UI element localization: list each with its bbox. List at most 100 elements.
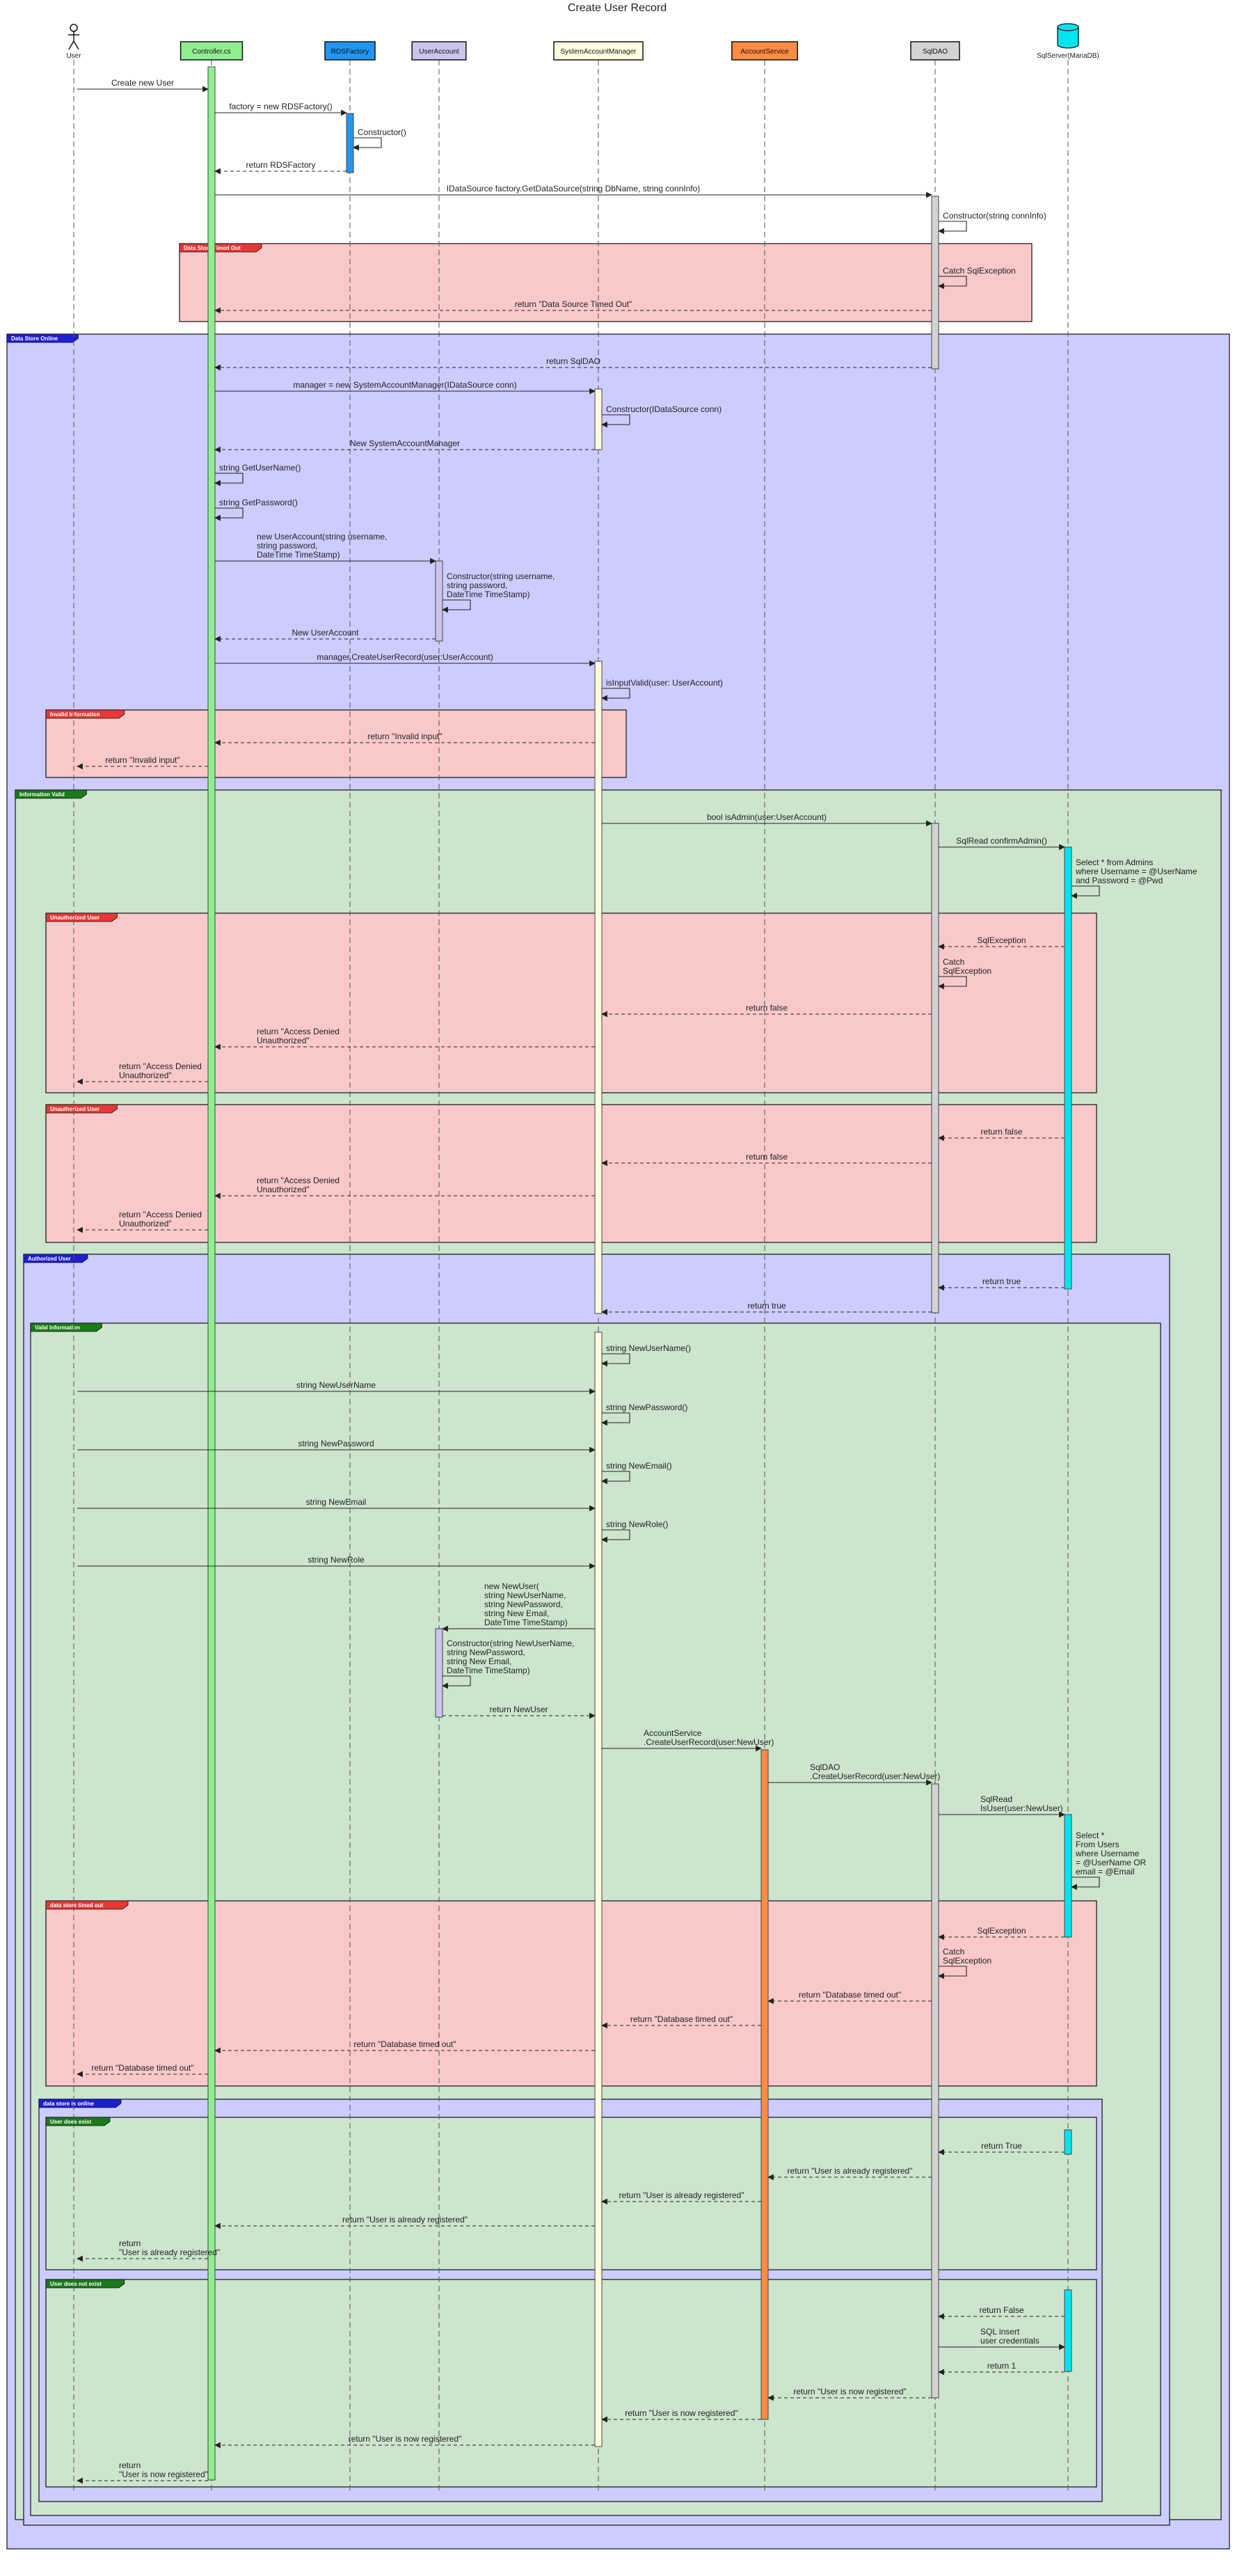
message-label: Constructor(IDataSource conn) bbox=[606, 404, 722, 414]
message-25: SqlException bbox=[938, 935, 1065, 950]
message-label: "User is now registered" bbox=[119, 2470, 208, 2479]
message-label: return True bbox=[981, 2141, 1022, 2151]
message-label: string NewPassword() bbox=[606, 1402, 687, 1412]
participant-ua: UserAccount bbox=[411, 41, 467, 61]
message-43: string NewRole bbox=[77, 1555, 596, 1570]
message-19: isInputValid(user: UserAccount) bbox=[601, 678, 723, 702]
message-label: Constructor(string NewUserName, bbox=[447, 1638, 574, 1648]
message-label: Unauthorized" bbox=[257, 1036, 310, 1045]
activation-bar-ua bbox=[435, 560, 443, 642]
message-label: Catch bbox=[943, 1947, 964, 1957]
message-label: DateTime TimeStamp) bbox=[447, 590, 530, 599]
activation-bar-ctrl bbox=[207, 66, 216, 2481]
activation-bar-dao bbox=[931, 196, 939, 370]
message-label: .CreateUserRecord(user:NewUser) bbox=[810, 1771, 940, 1781]
message-label: Catch SqlException bbox=[943, 266, 1016, 276]
message-label: SqlException bbox=[977, 935, 1026, 945]
message-label: return "Invalid input" bbox=[105, 755, 180, 765]
database-icon bbox=[1057, 27, 1079, 49]
message-label: return "Access Denied bbox=[257, 1176, 340, 1185]
message-54: return "Database timed out" bbox=[601, 2014, 761, 2029]
message-16: Constructor(string username,string passw… bbox=[442, 571, 555, 613]
message-label: return false bbox=[746, 1003, 788, 1013]
message-label: bool isAdmin(user:UserAccount) bbox=[707, 812, 827, 822]
message-67: return "User is now registered" bbox=[214, 2434, 595, 2449]
message-label: return false bbox=[980, 1127, 1022, 1137]
message-label: SqlRead bbox=[980, 1794, 1012, 1804]
message-20: return "Invalid input" bbox=[214, 732, 595, 746]
fragment-label: User does exist bbox=[50, 2119, 91, 2125]
message-64: return 1 bbox=[938, 2361, 1065, 2376]
message-label: return "Database timed out" bbox=[799, 1990, 901, 2000]
message-5: IDataSource factory.GetDataSource(string… bbox=[215, 184, 932, 198]
message-label: return "User is now registered" bbox=[793, 2387, 907, 2396]
message-label: IDataSource factory.GetDataSource(string… bbox=[447, 184, 701, 193]
message-23: SqlRead confirmAdmin() bbox=[939, 836, 1065, 851]
message-58: return "User is already registered" bbox=[767, 2166, 932, 2181]
message-label: manager = new SystemAccountManager(IData… bbox=[293, 380, 516, 390]
message-30: return false bbox=[938, 1127, 1065, 1141]
activation-bar-ua bbox=[435, 1628, 443, 1718]
message-label: string password, bbox=[447, 580, 507, 590]
message-label: return "User is already registered" bbox=[788, 2166, 913, 2176]
activation-bar-db bbox=[1064, 1814, 1072, 1938]
activation-bar-dao bbox=[931, 823, 939, 1313]
message-label: new NewUser( bbox=[484, 1581, 539, 1591]
message-18: manager.CreateUserRecord(user:UserAccoun… bbox=[215, 652, 596, 667]
message-label: string New Email, bbox=[447, 1657, 511, 1666]
message-label: new UserAccount(string username, bbox=[257, 532, 387, 542]
message-38: string NewPassword() bbox=[601, 1402, 687, 1426]
message-label: Constructor(string connInfo) bbox=[943, 211, 1046, 221]
fragment-label: data store is online bbox=[43, 2101, 94, 2107]
activation-bar-sam bbox=[594, 661, 603, 1314]
message-62: return False bbox=[938, 2305, 1065, 2320]
activation-bar-db bbox=[1064, 2129, 1072, 2155]
participant-label: SystemAccountManager bbox=[561, 48, 637, 56]
message-label: string NewUserName bbox=[296, 1380, 376, 1390]
message-21: return "Invalid input" bbox=[77, 755, 208, 770]
message-53: return "Database timed out" bbox=[767, 1990, 932, 2005]
participant-sam: SystemAccountManager bbox=[553, 41, 644, 61]
message-57: return True bbox=[938, 2141, 1065, 2156]
message-60: return "User is already registered" bbox=[214, 2215, 595, 2229]
message-label: return "User is now registered" bbox=[625, 2408, 738, 2418]
message-label: manager.CreateUserRecord(user:UserAccoun… bbox=[317, 652, 493, 662]
message-59: return "User is already registered" bbox=[601, 2190, 761, 2205]
participant-label: Controller.cs bbox=[192, 48, 231, 56]
message-66: return "User is now registered" bbox=[601, 2408, 761, 2423]
message-55: return "Database timed out" bbox=[214, 2039, 595, 2054]
message-label: return false bbox=[746, 1152, 788, 1162]
message-label: Select * bbox=[1076, 1831, 1105, 1840]
fragment-6: Unauthorized User bbox=[45, 1104, 1097, 1243]
message-61: return"User is already registered" bbox=[77, 2238, 220, 2262]
message-15: new UserAccount(string username,string p… bbox=[215, 532, 436, 564]
message-label: .CreateUserRecord(user:NewUser) bbox=[644, 1737, 774, 1747]
message-10: manager = new SystemAccountManager(IData… bbox=[215, 380, 596, 395]
fragment-label: Authorized User bbox=[28, 1256, 71, 1262]
message-label: SQL insert bbox=[980, 2327, 1020, 2337]
activation-bar-sam bbox=[594, 1332, 603, 2447]
message-48: SqlDAO.CreateUserRecord(user:NewUser) bbox=[768, 1762, 940, 1786]
message-label: New UserAccount bbox=[292, 628, 359, 638]
message-31: return false bbox=[601, 1152, 932, 1167]
participant-user: User bbox=[66, 24, 81, 60]
message-label: and Password = @Pwd bbox=[1076, 876, 1163, 885]
message-2: factory = new RDSFactory() bbox=[215, 102, 347, 116]
activation-bar-db bbox=[1064, 846, 1072, 1290]
message-label: Unauthorized" bbox=[257, 1185, 310, 1194]
fragment-label: Valid Information bbox=[35, 1325, 80, 1331]
message-45: Constructor(string NewUserName, string Ne… bbox=[442, 1638, 574, 1689]
message-label: return "Access Denied bbox=[119, 1061, 202, 1071]
message-14: string GetPassword() bbox=[214, 498, 298, 521]
message-27: return false bbox=[601, 1003, 932, 1018]
message-1: Create new User bbox=[77, 78, 209, 93]
message-label: return RDSFactory bbox=[246, 160, 315, 170]
message-label: return true bbox=[982, 1277, 1021, 1286]
message-12: New SystemAccountManager bbox=[214, 438, 595, 453]
